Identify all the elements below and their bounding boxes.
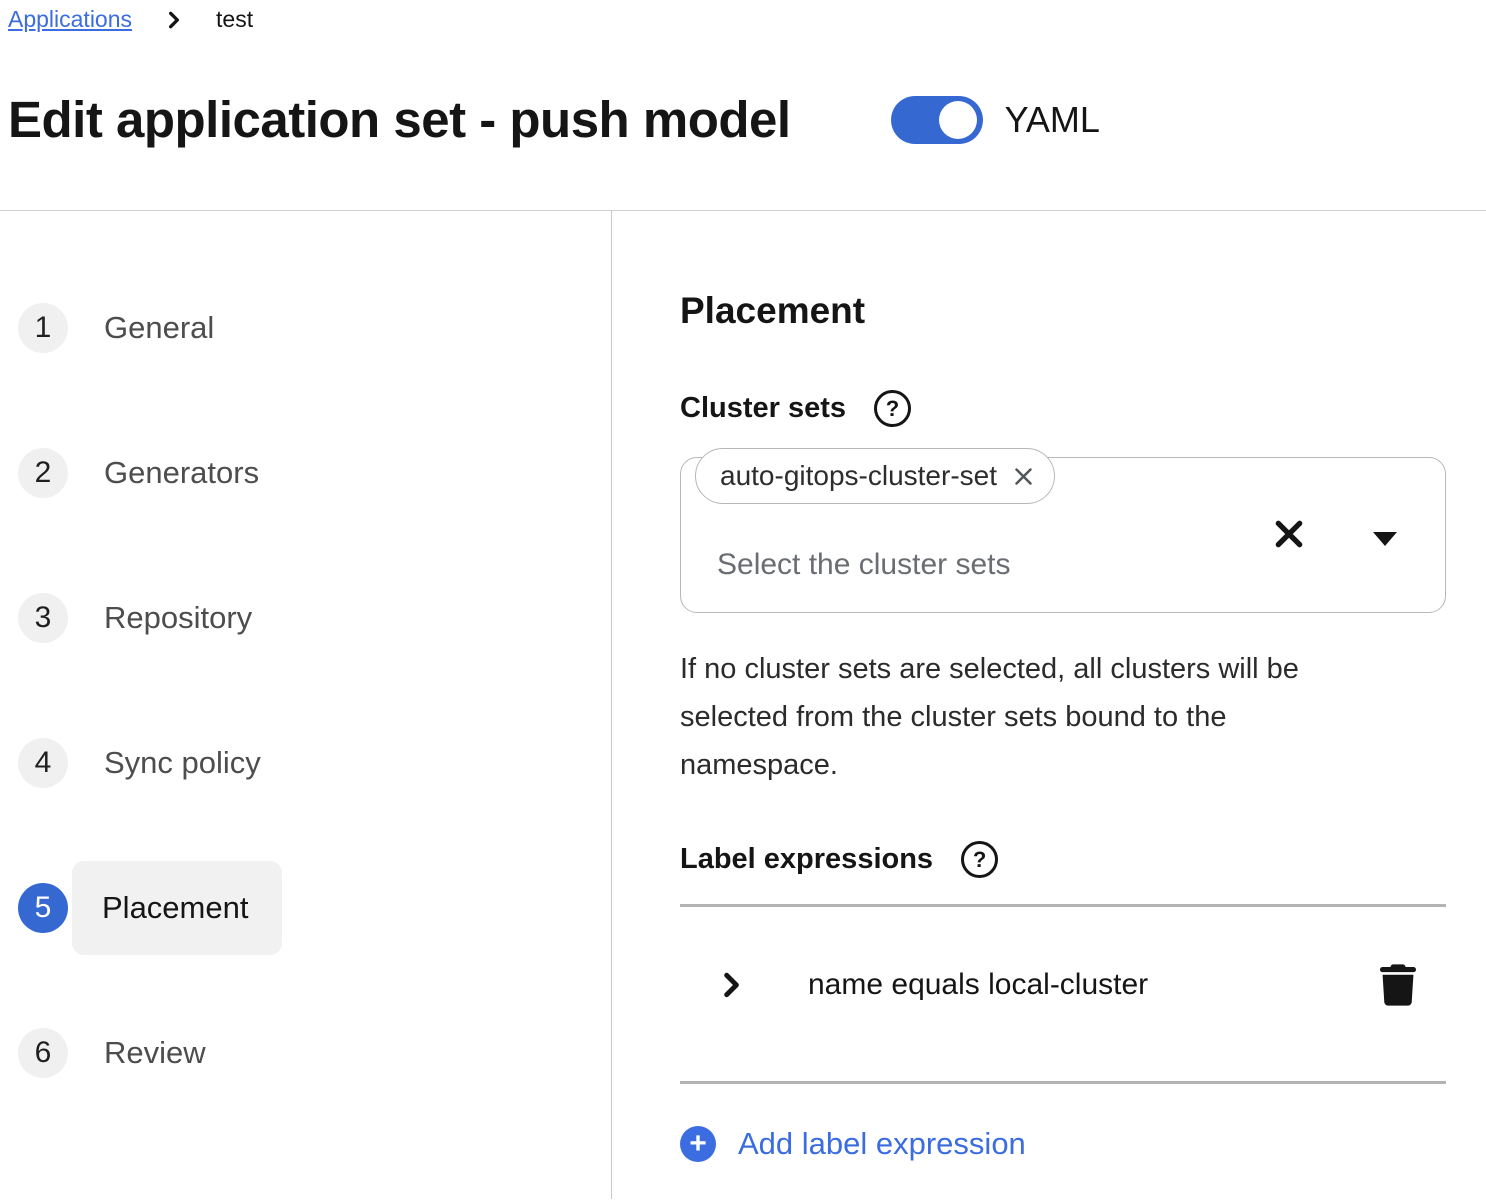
step-sync-policy[interactable]: 4 Sync policy: [18, 690, 611, 835]
placement-panel: Placement Cluster sets ? auto-gitops-clu…: [611, 211, 1486, 1199]
cluster-sets-help-text: If no cluster sets are selected, all clu…: [680, 645, 1486, 789]
chip-label: auto-gitops-cluster-set: [720, 460, 998, 491]
clear-selection-icon[interactable]: [1273, 518, 1305, 550]
step-number: 6: [18, 1027, 68, 1078]
label-expression-row: name equals local-cluster: [680, 907, 1446, 1007]
step-number: 5: [18, 882, 68, 933]
cluster-sets-input-placeholder[interactable]: Select the cluster sets: [717, 548, 1011, 581]
step-repository[interactable]: 3 Repository: [18, 545, 611, 690]
step-number: 3: [18, 592, 68, 643]
page-header: Applications test Edit application set -…: [0, 0, 1486, 211]
step-label: Placement: [72, 860, 283, 955]
page-title: Edit application set - push model: [8, 91, 791, 148]
cluster-set-chip: auto-gitops-cluster-set: [695, 448, 1056, 504]
step-generators[interactable]: 2 Generators: [18, 400, 611, 545]
yaml-toggle[interactable]: [890, 95, 983, 144]
help-text-line: namespace.: [680, 749, 838, 781]
step-review[interactable]: 6 Review: [18, 980, 611, 1125]
title-row: Edit application set - push model YAML: [8, 90, 1100, 149]
help-text-line: selected from the cluster sets bound to …: [680, 701, 1227, 733]
label-expression-summary: name equals local-cluster: [808, 968, 1149, 1001]
step-general[interactable]: 1 General: [18, 255, 611, 400]
breadcrumb-separator-icon: [164, 10, 184, 30]
add-label-expression-text: Add label expression: [738, 1126, 1026, 1161]
step-number: 1: [18, 302, 68, 353]
label-expressions-help-icon[interactable]: ?: [961, 841, 999, 878]
help-text-line: If no cluster sets are selected, all clu…: [680, 653, 1299, 685]
label-expressions-label-row: Label expressions ?: [680, 841, 1486, 878]
add-label-expression-button[interactable]: + Add label expression: [680, 1126, 1026, 1162]
panel-heading: Placement: [680, 290, 866, 331]
dropdown-caret-icon[interactable]: [1373, 532, 1397, 546]
cluster-sets-select[interactable]: auto-gitops-cluster-set Select the clust…: [680, 448, 1446, 613]
cluster-sets-label-row: Cluster sets ?: [680, 390, 1486, 427]
divider: [680, 904, 1446, 907]
breadcrumb-link-applications[interactable]: Applications: [8, 6, 133, 32]
trash-icon[interactable]: [1380, 963, 1416, 1007]
step-label: Review: [104, 1034, 206, 1070]
expand-chevron-icon[interactable]: [718, 972, 744, 998]
step-number: 4: [18, 737, 68, 788]
step-label: General: [104, 309, 215, 345]
chip-remove-icon[interactable]: [1013, 466, 1034, 487]
cluster-sets-label: Cluster sets: [680, 392, 847, 424]
divider: [680, 1081, 1446, 1084]
yaml-toggle-label: YAML: [1004, 98, 1100, 140]
step-label: Generators: [104, 454, 260, 490]
wizard-body: 1 General 2 Generators 3 Repository 4 Sy…: [0, 211, 1486, 1199]
plus-circle-icon: +: [680, 1126, 716, 1162]
wizard-steps-nav: 1 General 2 Generators 3 Repository 4 Sy…: [0, 211, 611, 1199]
toggle-knob: [938, 100, 977, 139]
breadcrumb: Applications test: [8, 6, 253, 33]
yaml-toggle-group: YAML: [890, 95, 1100, 144]
cluster-sets-help-icon[interactable]: ?: [874, 390, 912, 427]
label-expressions-label: Label expressions: [680, 843, 934, 875]
step-label: Sync policy: [104, 744, 261, 780]
step-number: 2: [18, 447, 68, 498]
step-placement-active[interactable]: 5 Placement: [18, 835, 611, 980]
step-label: Repository: [104, 599, 253, 635]
breadcrumb-current: test: [216, 6, 254, 32]
